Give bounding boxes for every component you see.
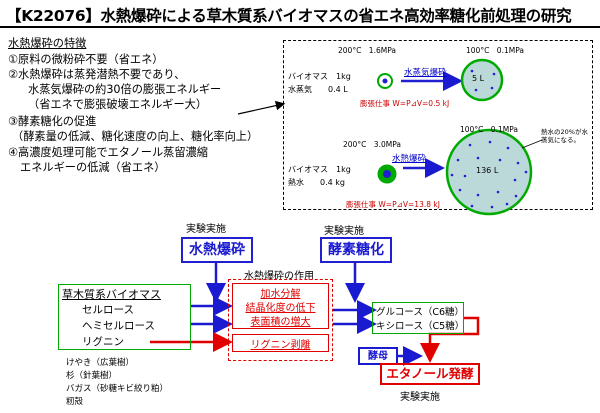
action-dashed-box [228, 279, 333, 361]
hydro-process-box: 水熱爆砕 [181, 237, 253, 263]
hydro-before-condition: 200°C 3.0MPa [343, 140, 401, 149]
material-label: 杉（針葉樹） [66, 371, 118, 381]
steam-after-condition: 100°C 0.1MPa [466, 46, 524, 55]
feature-line: ④高濃度処理可能でエタノール蒸留濃縮 [8, 146, 208, 159]
lignin-label: リグニン剥離 [250, 340, 311, 351]
hydro-expanded-icon [445, 128, 533, 216]
action-title: 水熱爆砕の作用 [244, 271, 314, 282]
component-label: ヘミセルロース [82, 320, 155, 332]
feature-line: ③酵素糖化の促進 [8, 115, 97, 128]
hydro-work-label: 膨張仕事 W=P⊿V=13.8 kJ [346, 200, 440, 209]
comparison-box [283, 40, 593, 210]
sugar-label: キシロース（C5糖） [376, 321, 465, 332]
steam-core-icon [382, 78, 388, 84]
vapor-dots [450, 140, 528, 209]
yeast-box: 酵母 [358, 347, 398, 365]
hydro-after-condition: 100°C 0.1MPa [460, 125, 518, 134]
experiment-label: 実験実施 [324, 226, 364, 237]
material-label: バガス（砂糖キビ絞り粕） [66, 384, 169, 394]
steam-biomass-label: バイオマス 1kg [288, 72, 351, 81]
features-heading: 水熱爆砕の特徴 [8, 37, 87, 50]
hydro-water-label: 熱水 0.4 kg [288, 178, 345, 187]
feature-line: ②水熱爆砕は蒸発潜熱不要であり、 [8, 68, 186, 81]
feature-line: 水蒸気爆砕の約30倍の膨張エネルギー [28, 83, 222, 96]
biomass-box [58, 284, 191, 350]
material-label: けやき（広葉樹） [66, 358, 135, 368]
feature-line: ①原料の微粉砕不要（省エネ） [8, 53, 164, 66]
lignin-box [232, 334, 329, 352]
hydro-biomass-label: バイオマス 1kg [288, 165, 351, 174]
experiment-label: 実験実施 [186, 224, 226, 235]
hydro-core-icon [383, 170, 391, 178]
hydro-volume-label: 136 L [476, 166, 499, 175]
steam-volume-label: 5 L [472, 74, 485, 83]
hydro-method-label: 水熱爆砕 [392, 154, 427, 164]
steam-method-label: 水蒸気爆砕 [404, 68, 447, 78]
component-label: リグニン [82, 336, 124, 348]
title-underline [0, 26, 600, 28]
feature-line: エネルギーの低減（省エネ） [20, 161, 166, 174]
sugar-to-ethanol-arrow [420, 316, 480, 363]
hydro-note: 熱水の20%が水蒸気になる。 [541, 128, 588, 144]
steam-before-condition: 200°C 1.6MPa [338, 46, 396, 55]
action-box [232, 283, 329, 329]
steam-water-label: 水蒸気 0.4 L [288, 85, 348, 94]
action-item: 表面積の増大 [250, 317, 311, 328]
action-item: 結晶化度の低下 [245, 303, 316, 314]
sugar-box [372, 302, 464, 334]
feature-line: （省エネで膨張破壊エネルギー大） [28, 98, 208, 111]
action-item: 加水分解 [260, 289, 301, 300]
material-label: 籾殻 [66, 397, 84, 407]
page-title: 【K22076】水熱爆砕による草木質系バイオマスの省エネ高効率糖化前処理の研究 [6, 7, 572, 25]
feature-line: （酵素量の低減、糖化速度の向上、糖化率向上） [12, 130, 259, 143]
biomass-title: 草木質系バイオマス [62, 288, 161, 301]
enzyme-process-box: 酵素糖化 [320, 237, 392, 263]
ethanol-box: エタノール発酵 [380, 363, 480, 385]
sugar-label: グルコース（C6糖） [376, 307, 465, 318]
experiment-label: 実験実施 [400, 392, 440, 403]
note-pointer [521, 139, 543, 149]
component-label: セルロース [82, 304, 134, 316]
feature-pointer-arrow [237, 100, 286, 115]
steam-work-label: 膨張仕事 W=P⊿V=0.5 kJ [360, 99, 450, 108]
